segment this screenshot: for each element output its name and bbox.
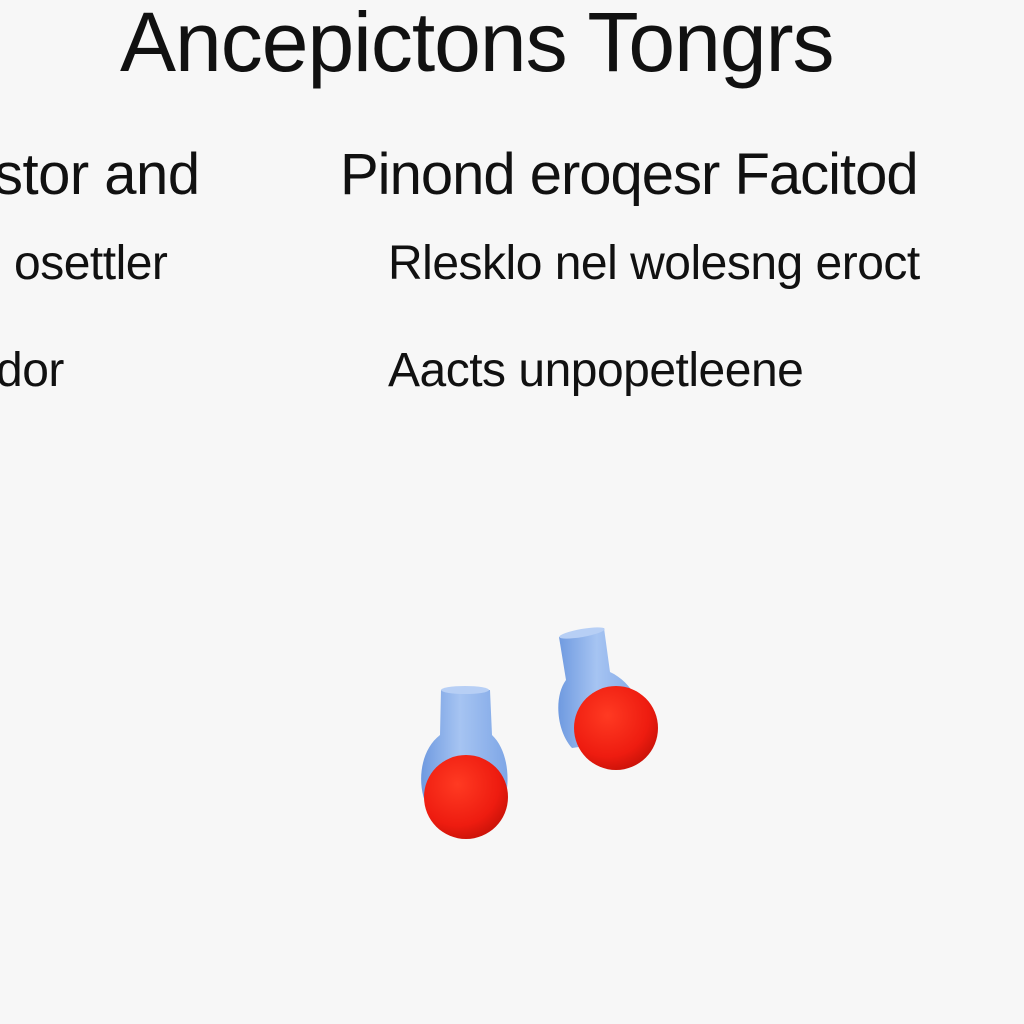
- right-column-line: Rlesklo nel wolesng eroct: [388, 237, 920, 290]
- right-column-line: Aacts unpopetleene: [388, 344, 804, 397]
- right-column-heading: Pinond eroqesr Facitod: [340, 142, 919, 207]
- capsule-right: [558, 627, 658, 770]
- page-title: Ancepictons Tongrs: [120, 0, 835, 89]
- left-column-line: osettler: [14, 237, 168, 290]
- left-column-heading: stor and: [0, 142, 200, 207]
- left-column-line: dor: [0, 344, 64, 397]
- capsule-left: [421, 686, 508, 839]
